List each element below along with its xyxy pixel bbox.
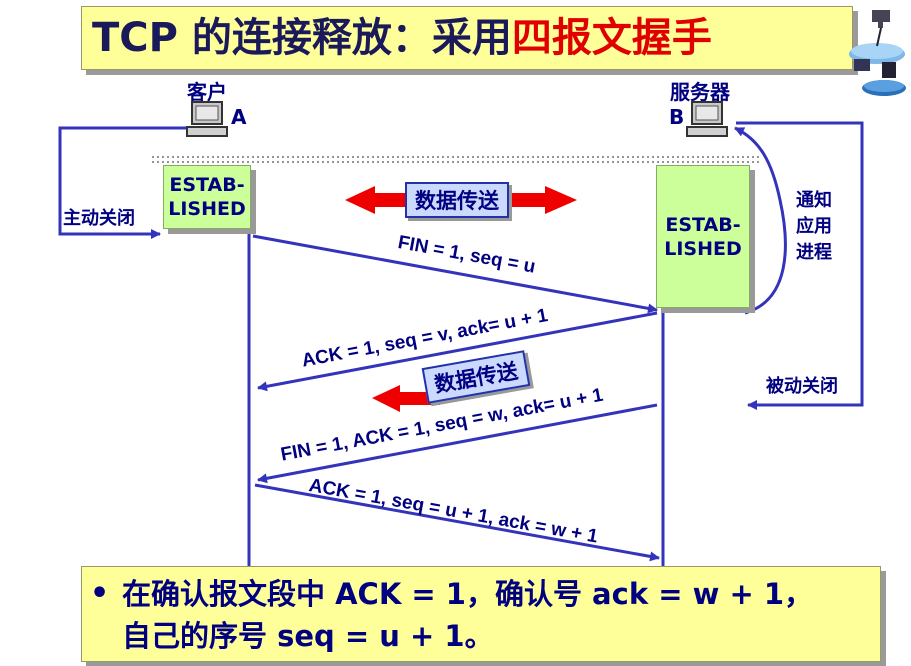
server-state-box: ESTAB- LISHED (656, 165, 750, 308)
server-state-line1: ESTAB- (665, 213, 741, 236)
notify-app-label-3: 进程 (796, 242, 832, 263)
data-transfer-left-arrow (372, 385, 440, 412)
server-id: B (669, 105, 685, 129)
client-computer-icon (186, 101, 228, 137)
msg-fin-ack-arrow (257, 403, 658, 484)
note-box: • 在确认报文段中 ACK = 1，确认号 ack = w + 1， 自己的序号… (81, 566, 881, 662)
msg-fin-arrow (252, 234, 658, 314)
passive-close-label: 被动关闭 (766, 376, 838, 397)
msg-ack-arrow (257, 311, 658, 392)
client-id: A (231, 105, 247, 129)
server-label: 服务器 (670, 80, 730, 104)
passive-close-arrow (736, 121, 864, 410)
note-bullet: • (90, 576, 110, 611)
active-close-label: 主动关闭 (63, 208, 135, 229)
server-state-line2: LISHED (664, 237, 742, 260)
client-label: 客户 (187, 80, 227, 104)
network-icon (849, 10, 906, 96)
notify-app-label-1: 通知 (796, 190, 832, 211)
msg-final-ack-arrow (254, 483, 660, 562)
client-state-box: ESTAB- LISHED (163, 165, 251, 229)
client-state-line2: LISHED (168, 198, 246, 220)
note-line-1: 在确认报文段中 ACK = 1，确认号 ack = w + 1， (122, 577, 814, 611)
title-highlight: 四报文握手 (511, 15, 712, 61)
note-line-2: 自己的序号 seq = u + 1。 (122, 619, 494, 653)
active-close-arrow (58, 126, 186, 239)
data-transfer-badge-1: 数据传送 (405, 182, 509, 218)
title-main: TCP 的连接释放：采用 (92, 15, 512, 61)
server-computer-icon (686, 101, 728, 137)
title-banner: TCP 的连接释放：采用四报文握手 (81, 6, 853, 70)
notify-app-label-2: 应用 (796, 216, 832, 237)
notify-app-arrow (734, 126, 787, 315)
page-title: TCP 的连接释放：采用四报文握手 (92, 13, 712, 63)
client-state-line1: ESTAB- (169, 174, 245, 196)
